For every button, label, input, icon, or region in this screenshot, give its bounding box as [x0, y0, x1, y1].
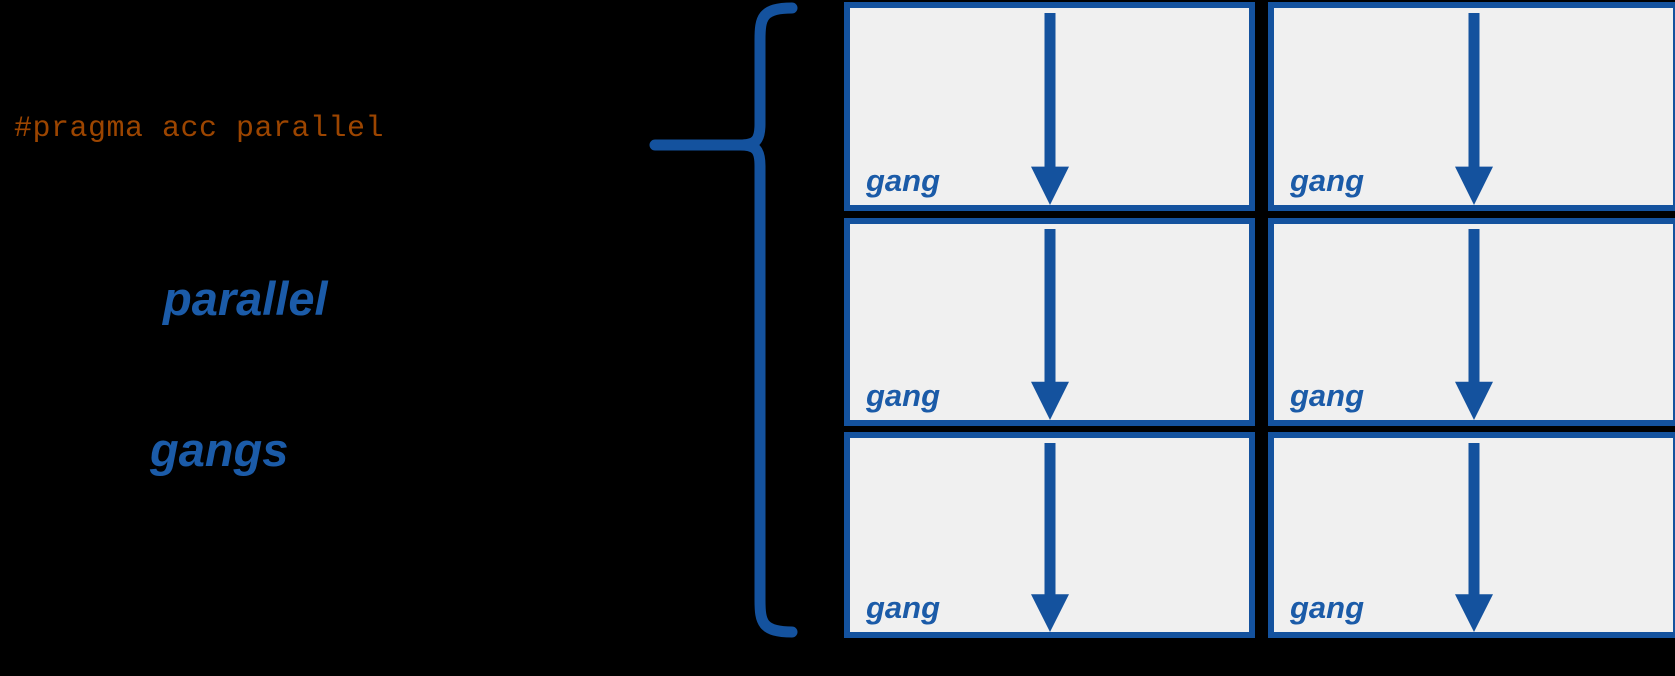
pragma-code-text: #pragma acc parallel [14, 112, 385, 146]
gang-grid: gang gang gang [844, 2, 1675, 638]
gang-box[interactable]: gang [844, 432, 1255, 638]
gang-box[interactable]: gang [1268, 218, 1675, 426]
gang-box[interactable]: gang [1268, 2, 1675, 211]
concept-label-gangs: gangs [150, 423, 289, 476]
gang-label: gang [866, 163, 941, 198]
gang-box[interactable]: gang [1268, 432, 1675, 638]
down-arrow-icon [1030, 443, 1069, 632]
gang-label: gang [1290, 378, 1365, 413]
gang-box[interactable]: gang [844, 218, 1255, 426]
gang-label: gang [1290, 590, 1365, 625]
gang-label: gang [1290, 163, 1365, 198]
gang-label: gang [866, 378, 941, 413]
concept-label-parallel: parallel [163, 272, 328, 325]
gang-column-2: gang gang gang [1268, 2, 1675, 638]
gang-column-1: gang gang gang [844, 2, 1255, 638]
down-arrow-icon [1454, 13, 1493, 205]
down-arrow-icon [1454, 443, 1493, 632]
down-arrow-icon [1030, 13, 1069, 205]
down-arrow-icon [1030, 229, 1069, 420]
down-arrow-icon [1454, 229, 1493, 420]
curly-brace-right-icon [649, 2, 798, 638]
gang-box[interactable]: gang [844, 2, 1255, 211]
gang-label: gang [866, 590, 941, 625]
